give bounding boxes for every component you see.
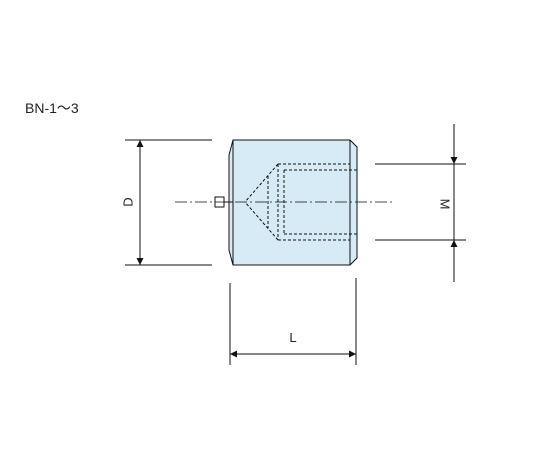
part-body	[232, 139, 358, 266]
diameter-label: D	[120, 197, 135, 206]
thread-label: M	[438, 199, 453, 210]
d-dimension	[125, 139, 212, 266]
m-dimension	[375, 124, 466, 282]
l-dimension	[229, 278, 357, 365]
length-label: L	[289, 330, 296, 345]
drawing-title: BN-1～3	[25, 100, 79, 116]
hidden-thread-lines	[244, 163, 357, 241]
